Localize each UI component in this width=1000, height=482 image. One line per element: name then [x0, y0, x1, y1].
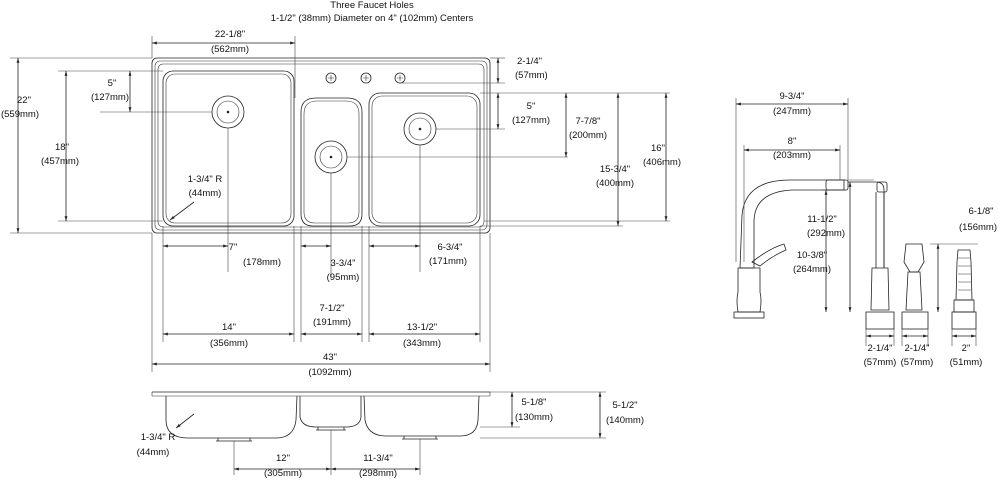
dim-22-1-8-label: 22-1/8" — [215, 29, 245, 40]
center-drain — [314, 140, 348, 174]
dim-16-metric: (406mm) — [643, 157, 681, 168]
faucet-holes — [325, 72, 406, 84]
left-drain — [211, 95, 245, 129]
dim-12-label: 12" — [276, 453, 290, 464]
dim-9-3-4-label: 9-3/4" — [779, 91, 804, 102]
dim-11-1-2-label: 11-1/2" — [807, 214, 837, 225]
side-center-bowl — [299, 396, 362, 428]
dim-16-label: 16" — [651, 143, 665, 154]
dim-5-right-metric: (127mm) — [512, 115, 550, 126]
dim-18-metric: (457mm) — [41, 156, 79, 167]
dim-15-3-4-label: 15-3/4" — [600, 164, 630, 175]
dim-13-1-2-metric: (343mm) — [403, 338, 441, 349]
dim-1-3-4-r-label: 1-3/4" R — [188, 174, 223, 185]
header-line2: 1-1/2" (38mm) Diameter on 4" (102mm) Cen… — [271, 13, 474, 24]
top-view-dimension-lines — [16, 41, 668, 366]
faucet-drawing — [733, 179, 977, 330]
dim-5-1-8-metric: (130mm) — [515, 412, 553, 423]
dim-5-1-2-label: 5-1/2" — [612, 400, 637, 411]
right-drain — [403, 112, 437, 146]
dim-14-metric: (356mm) — [210, 338, 248, 349]
dim-7-1-2-label: 7-1/2" — [319, 303, 344, 314]
faucet-body — [736, 267, 762, 313]
dim-6-3-4-metric: (171mm) — [429, 256, 467, 267]
dim-11-3-4-metric: (298mm) — [359, 468, 397, 479]
sink-top-view — [151, 57, 491, 234]
side-view-labels: 1-3/4" R (44mm) 5-1/8" (130mm) 5-1/2" (1… — [137, 397, 644, 479]
dim-5-1-2-metric: (140mm) — [606, 415, 644, 426]
dim-9-3-4-metric: (247mm) — [773, 106, 811, 117]
dim-15-3-4-metric: (400mm) — [596, 178, 634, 189]
dim-43-metric: (1092mm) — [308, 367, 351, 378]
faucet-spout — [739, 179, 845, 269]
dim-5-left-metric: (127mm) — [91, 92, 129, 103]
dim-18-label: 18" — [55, 142, 69, 153]
dim-7-metric: (178mm) — [243, 257, 281, 268]
dim-2-1-4-metric: (57mm) — [515, 70, 548, 81]
spray-hose — [848, 181, 885, 268]
center-bowl — [300, 97, 363, 227]
dim-2-1-4-b-metric: (57mm) — [901, 357, 934, 368]
top-view-extension-lines — [10, 36, 670, 372]
sink-side-view — [151, 391, 491, 442]
dim-3-3-4-metric: (95mm) — [327, 272, 360, 283]
left-bowl — [162, 70, 295, 227]
dim-5-right-label: 5" — [527, 101, 536, 112]
side-left-bowl — [165, 395, 298, 439]
dim-22-metric: (559mm) — [1, 109, 39, 120]
dim-11-1-2-metric: (292mm) — [807, 228, 845, 239]
side-spray-head — [955, 249, 973, 301]
faucet-dimension-lines — [736, 102, 976, 338]
dim-7-7-8-label: 7-7/8" — [575, 116, 600, 127]
dim-6-3-4-label: 6-3/4" — [437, 242, 462, 253]
side-right-bowl — [363, 395, 480, 437]
right-bowl — [368, 92, 481, 227]
faucet-labels: 9-3/4" (247mm) 8" (203mm) 11-1/2" (292mm… — [773, 91, 997, 368]
dim-10-3-8-label: 10-3/8" — [797, 250, 827, 261]
dim-2-1-4-a-metric: (57mm) — [864, 357, 897, 368]
faucet-handle — [903, 243, 925, 273]
dim-13-1-2-label: 13-1/2" — [407, 322, 437, 333]
spray-base — [870, 267, 890, 311]
dim-43-label: 43" — [323, 352, 337, 363]
dim-6-1-8-metric: (156mm) — [959, 222, 997, 233]
dim-5-1-8-label: 5-1/8" — [521, 397, 546, 408]
dim-2-1-4-label: 2-1/4" — [517, 56, 542, 67]
dim-8-metric: (203mm) — [773, 150, 811, 161]
dim-2-label: 2" — [962, 343, 971, 354]
side-view-dimension-lines — [175, 392, 602, 471]
faucet-extension-lines — [735, 98, 978, 346]
dim-22-label: 22" — [17, 95, 31, 106]
dim-10-3-8-metric: (264mm) — [793, 264, 831, 275]
dim-2-metric: (51mm) — [950, 357, 983, 368]
side-dim-1-3-4-r-metric: (44mm) — [137, 447, 170, 458]
dim-2-1-4-a-label: 2-1/4" — [867, 343, 892, 354]
top-view-labels: 22-1/8" (562mm) 2-1/4" (57mm) 5" (127mm)… — [1, 29, 681, 378]
dim-12-metric: (305mm) — [264, 468, 302, 479]
dim-8-label: 8" — [788, 136, 797, 147]
dim-22-1-8-metric: (562mm) — [211, 44, 249, 55]
dim-11-3-4-label: 11-3/4" — [363, 453, 393, 464]
dim-3-3-4-label: 3-3/4" — [330, 258, 355, 269]
dim-5-left-label: 5" — [108, 78, 117, 89]
dim-7-7-8-metric: (200mm) — [569, 130, 607, 141]
dim-14-label: 14" — [222, 322, 236, 333]
dim-1-3-4-r-metric: (44mm) — [189, 188, 222, 199]
faucet-lever — [751, 243, 787, 267]
side-dim-1-3-4-r-label: 1-3/4" R — [141, 432, 176, 443]
dim-6-1-8-label: 6-1/8" — [968, 206, 993, 217]
header-line1: Three Faucet Holes — [330, 0, 414, 11]
dim-7-1-2-metric: (191mm) — [313, 317, 351, 328]
dim-2-1-4-b-label: 2-1/4" — [904, 343, 929, 354]
dim-7-label: 7" — [229, 242, 238, 253]
